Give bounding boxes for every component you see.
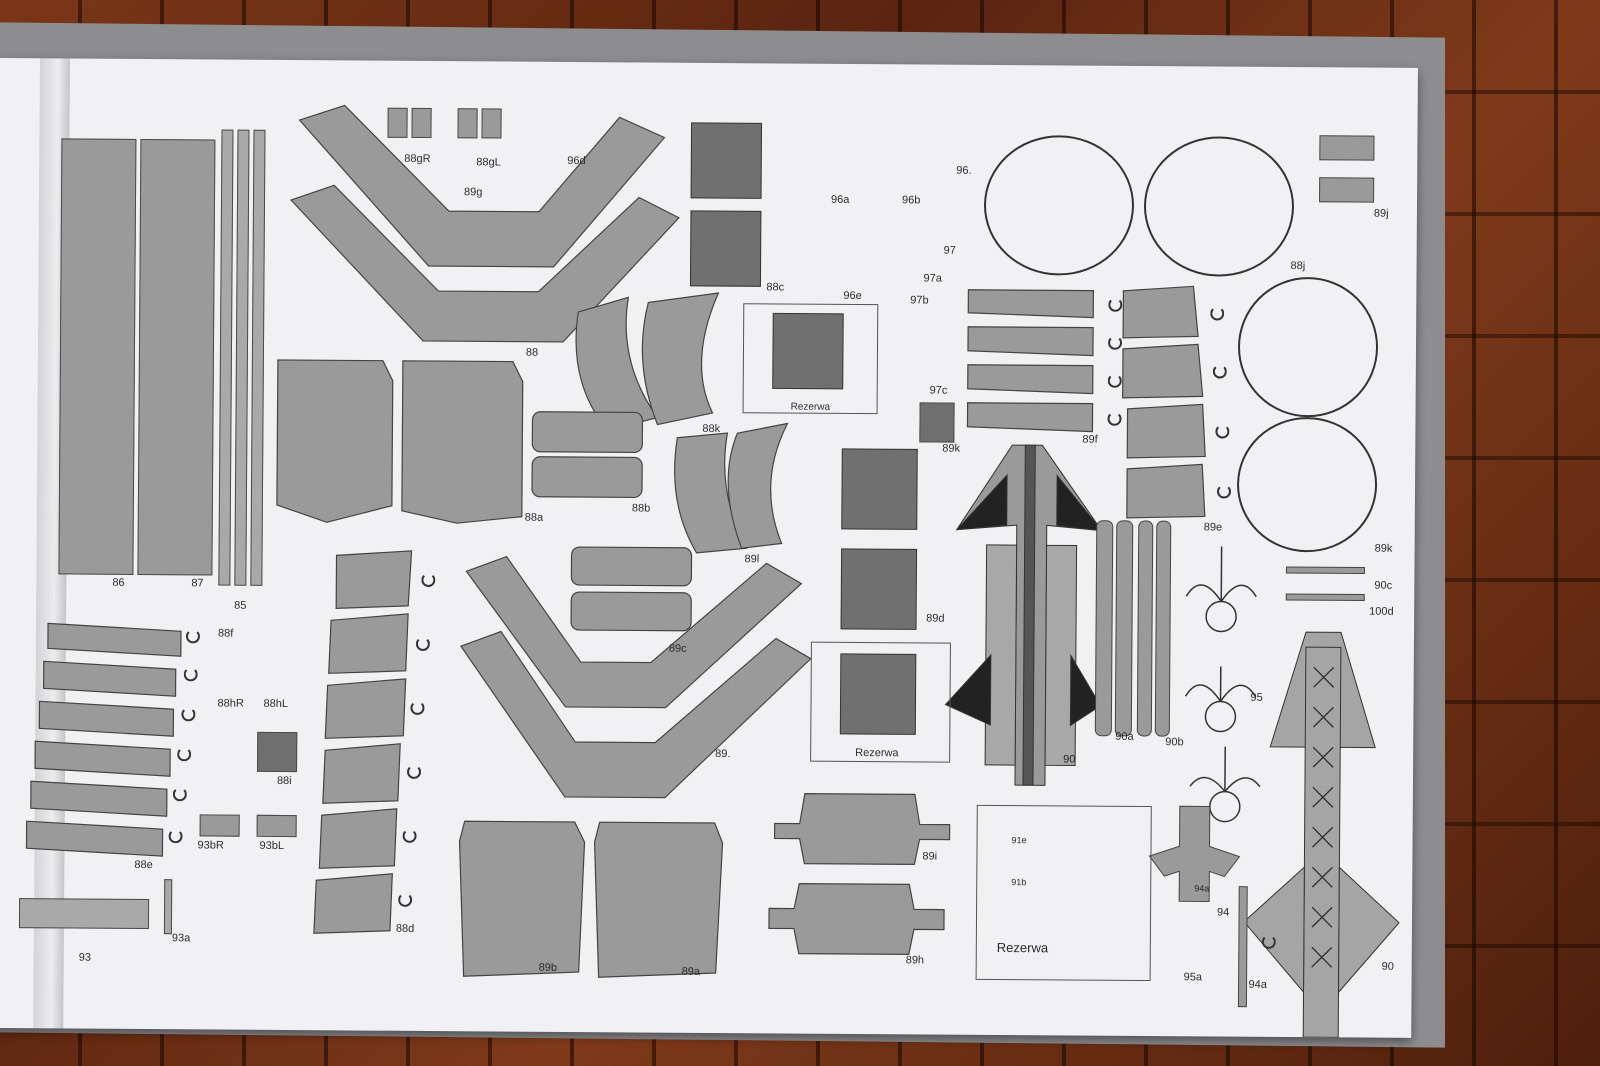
label-97c: 97c — [929, 384, 948, 397]
rotate-marker-icon — [1212, 364, 1227, 379]
part-89j-a — [1319, 135, 1375, 161]
rotate-marker-icon — [183, 667, 198, 682]
part-88gR-a — [387, 107, 408, 138]
label-89l: 89l — [744, 553, 760, 566]
rotate-marker-icon — [1261, 934, 1276, 949]
label-89b: 89b — [538, 961, 558, 974]
rotate-marker-icon — [172, 787, 187, 802]
label-88hL: 88hL — [263, 697, 289, 711]
rotate-marker-icon — [421, 572, 436, 588]
label-97: 97 — [943, 244, 956, 257]
label-91b: 91b — [1011, 877, 1027, 888]
label-94a: 94a — [1248, 978, 1267, 991]
label-96d: 96d — [567, 154, 586, 168]
label-88k: 88k — [702, 422, 721, 436]
rotate-marker-icon — [177, 747, 192, 762]
reserve-box-1 — [742, 303, 879, 415]
label-88: 88 — [525, 346, 539, 359]
part-88i — [257, 731, 298, 773]
part-93a — [163, 879, 173, 935]
rotate-marker-icon — [1107, 373, 1122, 388]
label-96a: 96a — [830, 193, 850, 206]
label-88gR: 88gR — [404, 152, 431, 166]
label-91e: 91e — [1011, 835, 1027, 846]
label-88d: 88d — [395, 922, 415, 935]
label-97a: 97a — [923, 272, 942, 285]
label-89k: 89k — [942, 442, 961, 455]
rotate-marker-icon — [402, 828, 417, 843]
reserve-box-2 — [810, 641, 951, 763]
part-88j-a — [983, 134, 1135, 276]
rotate-marker-icon — [1210, 306, 1225, 321]
part-89k-stripes — [919, 402, 955, 443]
label-94a-small: 94a — [1194, 883, 1210, 894]
rotate-marker-icon — [406, 764, 422, 779]
label-100d: 100d — [1369, 605, 1394, 618]
rotate-marker-icon — [410, 700, 425, 715]
label-89g: 89g — [464, 186, 483, 199]
label-90b: 90b — [1165, 736, 1184, 749]
label-90c: 90c — [1374, 579, 1393, 592]
label-89c: 89c — [668, 642, 687, 655]
label-93a: 93a — [171, 932, 191, 945]
label-89e: 89e — [1203, 521, 1223, 534]
rotate-marker-icon — [415, 636, 430, 652]
reserve-label-2: Rezerwa — [855, 746, 899, 760]
rotate-marker-icon — [1216, 484, 1232, 499]
part-89j-b — [1319, 177, 1375, 203]
label-89a: 89a — [681, 965, 701, 978]
part-88j-b — [1143, 135, 1295, 278]
label-96b: 96b — [901, 194, 921, 207]
label-90: 90 — [1063, 753, 1076, 766]
label-88c: 88c — [766, 281, 785, 294]
label-96: 96. — [956, 164, 972, 177]
part-93bL — [256, 814, 297, 838]
rotate-marker-icon — [185, 629, 201, 644]
part-88gL-b — [481, 108, 502, 139]
part-88gL-a — [457, 108, 478, 139]
parts-drawing — [25, 104, 1400, 1038]
label-93bR: 93bR — [197, 839, 224, 852]
label-93: 93 — [78, 951, 92, 964]
reserve-label-3: Rezerwa — [996, 939, 1049, 956]
part-89k-b — [1236, 416, 1378, 553]
label-89j: 89j — [1373, 207, 1389, 220]
label-89d: 89d — [926, 612, 945, 625]
label-88hR: 88hR — [217, 697, 244, 710]
label-89h: 89h — [905, 954, 925, 967]
label-88j: 88j — [1290, 260, 1306, 273]
rotate-marker-icon — [1108, 297, 1123, 312]
label-97b: 97b — [910, 294, 929, 307]
label-90-right: 90 — [1381, 960, 1394, 973]
label-88a: 88a — [524, 511, 544, 524]
label-96e: 96e — [843, 289, 862, 303]
label-89f: 89f — [1082, 433, 1098, 446]
rotate-marker-icon — [181, 707, 196, 722]
part-88gR-b — [411, 107, 432, 139]
cutting-sheet: 86 87 85 — [0, 58, 1418, 1038]
label-88b: 88b — [631, 502, 651, 515]
label-93bL: 93bL — [259, 839, 285, 853]
label-88f: 88f — [217, 627, 234, 640]
rotate-marker-icon — [398, 892, 413, 907]
rotate-marker-icon — [1215, 424, 1230, 439]
label-89: 89. — [715, 748, 731, 761]
label-89k-right: 89k — [1374, 542, 1393, 555]
rotate-marker-icon — [1107, 411, 1122, 426]
label-94: 94 — [1217, 906, 1230, 919]
rotate-marker-icon — [1107, 335, 1123, 350]
label-88e: 88e — [134, 858, 153, 872]
label-88gL: 88gL — [476, 156, 501, 169]
label-95: 95 — [1250, 691, 1263, 704]
part-93bR — [199, 814, 240, 837]
rotate-marker-icon — [168, 829, 183, 844]
reserve-label-1: Rezerwa — [790, 401, 831, 413]
label-90a: 90a — [1115, 730, 1134, 743]
label-88i: 88i — [276, 774, 292, 788]
label-89i: 89i — [922, 850, 938, 863]
part-93 — [18, 898, 150, 930]
label-95a: 95a — [1183, 971, 1203, 984]
part-89k-a — [1237, 276, 1379, 418]
